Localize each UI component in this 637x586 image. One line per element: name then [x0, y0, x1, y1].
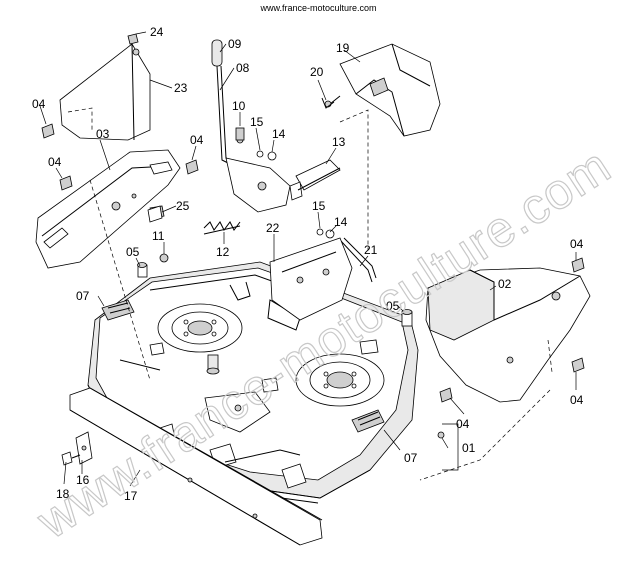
side-bracket — [61, 431, 93, 466]
belt-cover-lower — [425, 267, 591, 403]
springs — [203, 150, 335, 239]
callout-21: 21 — [364, 243, 378, 257]
callout-02: 02 — [498, 277, 512, 291]
callout-05-b: 05 — [386, 299, 400, 313]
callout-14-b: 14 — [334, 215, 348, 229]
source-url: www.france-motoculture.com — [260, 3, 377, 13]
callout-01: 01 — [462, 441, 476, 455]
callout-12: 12 — [216, 245, 230, 259]
callout-15-a: 15 — [250, 115, 264, 129]
callout-04-f: 04 — [456, 417, 470, 431]
callout-22: 22 — [266, 221, 280, 235]
callout-25: 25 — [176, 199, 190, 213]
bolts — [41, 33, 585, 403]
callout-20: 20 — [310, 65, 324, 79]
callout-04-b: 04 — [48, 155, 62, 169]
mower-deck — [87, 261, 419, 504]
callout-15-b: 15 — [312, 199, 326, 213]
callout-14-a: 14 — [272, 127, 286, 141]
callout-16: 16 — [76, 473, 90, 487]
callout-19: 19 — [336, 41, 350, 55]
linkage — [269, 167, 377, 321]
leader-lines — [39, 31, 577, 487]
callout-08: 08 — [236, 61, 250, 75]
callout-04-c: 04 — [190, 133, 204, 147]
belt-cover-upper — [324, 43, 441, 137]
callout-10: 10 — [232, 99, 246, 113]
callout-04-a: 04 — [32, 97, 46, 111]
callout-03: 03 — [96, 127, 110, 141]
callout-18: 18 — [56, 487, 70, 501]
callout-04-e: 04 — [570, 393, 584, 407]
left-shield — [35, 43, 181, 269]
callout-24: 24 — [150, 25, 164, 39]
callout-07-a: 07 — [76, 289, 90, 303]
callout-09: 09 — [228, 37, 242, 51]
callout-17: 17 — [124, 489, 138, 503]
callout-23: 23 — [174, 81, 188, 95]
callout-labels: 24 23 04 03 04 04 25 09 08 10 15 14 13 1… — [32, 25, 584, 503]
lift-lever — [211, 39, 341, 213]
callout-07-b: 07 — [404, 451, 418, 465]
callout-13: 13 — [332, 135, 346, 149]
front-bar — [69, 387, 323, 546]
callout-05-a: 05 — [126, 245, 140, 259]
callout-11: 11 — [152, 229, 165, 243]
small-parts — [137, 97, 445, 439]
callout-04-d: 04 — [570, 237, 584, 251]
